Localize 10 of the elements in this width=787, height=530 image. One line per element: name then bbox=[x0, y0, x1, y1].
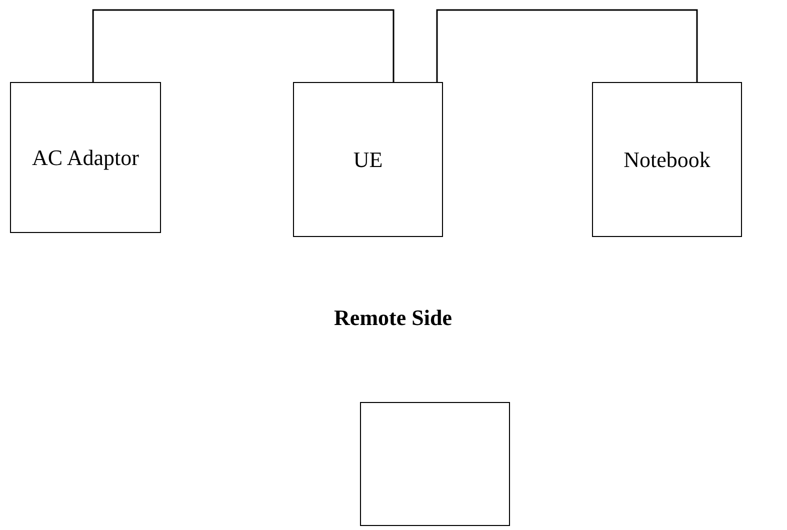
box-label: UE bbox=[353, 146, 383, 172]
device-box bbox=[592, 82, 742, 237]
device-box bbox=[360, 402, 510, 526]
section-heading: Remote Side bbox=[334, 305, 452, 331]
connector-line bbox=[436, 9, 698, 82]
box-label: Notebook bbox=[624, 146, 710, 172]
box-label: AC Adaptor bbox=[32, 144, 139, 170]
connector-line bbox=[92, 9, 394, 82]
device-box bbox=[10, 82, 161, 233]
device-box bbox=[293, 82, 443, 237]
